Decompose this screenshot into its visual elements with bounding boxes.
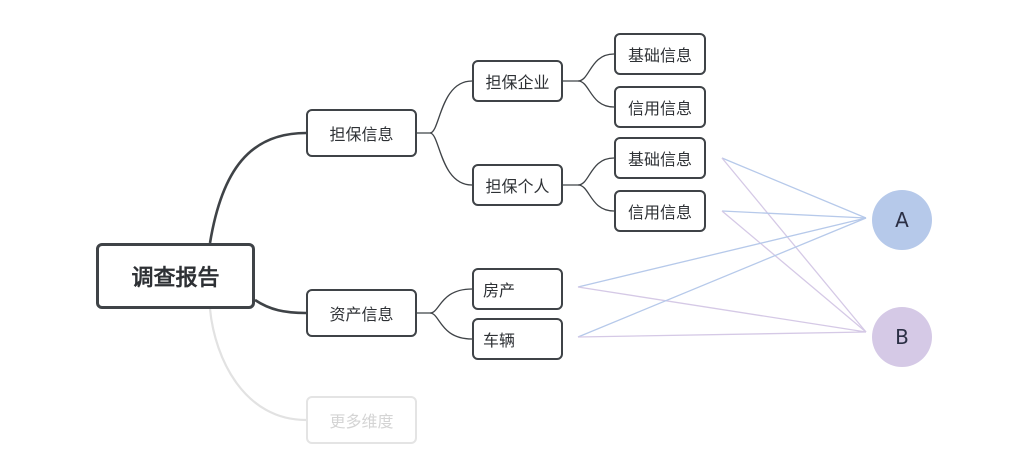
connector-person-basic	[563, 157, 615, 186]
connector-person-credit	[577, 184, 615, 212]
node-vehicle[interactable]: 车辆	[472, 318, 563, 360]
link-person-basic-a	[721, 157, 867, 219]
node-company-basic-info[interactable]: 基础信息	[614, 33, 706, 75]
link-house-a	[577, 217, 867, 288]
link-vehicle-b	[577, 331, 867, 338]
connector-company-basic	[563, 53, 615, 82]
target-circle-b[interactable]: B	[872, 307, 932, 367]
connector-assets-house	[417, 288, 473, 314]
node-person-basic-info[interactable]: 基础信息	[614, 137, 706, 179]
link-person-basic-b	[721, 157, 867, 333]
connector-root-assets	[254, 298, 307, 315]
target-circle-a[interactable]: A	[872, 190, 932, 250]
node-asset-info[interactable]: 资产信息	[306, 289, 417, 337]
link-vehicle-a	[577, 217, 867, 338]
link-person-credit-a	[721, 210, 867, 219]
connector-guarantee-person	[429, 132, 473, 186]
node-guarantee-info[interactable]: 担保信息	[306, 109, 417, 157]
connector-company-credit	[577, 80, 615, 108]
node-guarantee-company[interactable]: 担保企业	[472, 60, 563, 102]
node-guarantee-person[interactable]: 担保个人	[472, 164, 563, 206]
node-more-dimensions[interactable]: 更多维度	[306, 396, 417, 444]
link-house-b	[577, 286, 867, 333]
node-company-credit-info[interactable]: 信用信息	[614, 86, 706, 128]
link-person-credit-b	[721, 210, 867, 333]
node-person-credit-info[interactable]: 信用信息	[614, 190, 706, 232]
connector-assets-vehicle	[429, 312, 473, 340]
connector-guarantee-company	[417, 80, 473, 134]
node-house[interactable]: 房产	[472, 268, 563, 310]
connector-root-guarantee	[208, 131, 307, 244]
root-node-report[interactable]: 调查报告	[96, 243, 255, 309]
connector-root-more	[208, 308, 307, 422]
